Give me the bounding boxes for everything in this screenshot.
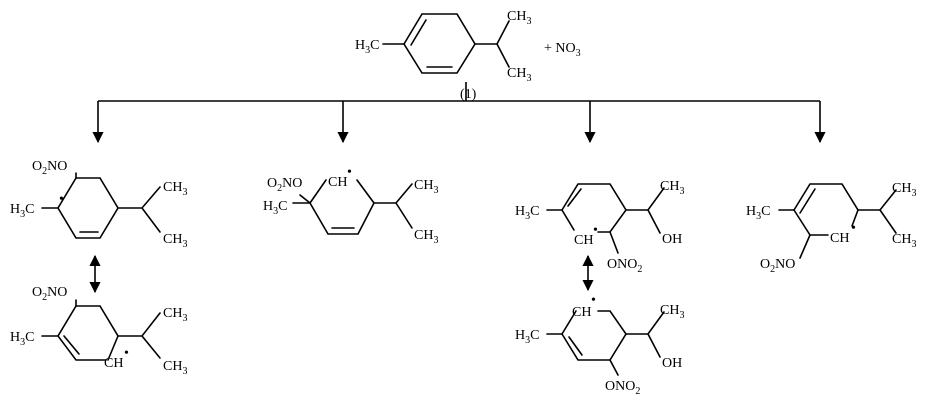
product-1-resonance-methyl: H3C xyxy=(10,330,34,348)
product-1-resonance-nitrate: O2NO xyxy=(32,285,67,303)
product-3-resonance: H3C CH • CH3 OH ONO2 xyxy=(515,293,684,397)
product-4-radical: CH xyxy=(830,231,849,246)
reagent-nitrate-radical: + NO3 xyxy=(544,41,581,59)
product-4-methyl-top: CH3 xyxy=(892,181,916,199)
reactant-methyl-bottom: CH3 xyxy=(507,66,531,84)
product-3-methyl-top: CH3 xyxy=(660,179,684,197)
product-2-methyl-top: CH3 xyxy=(414,178,438,196)
product-1-bonds xyxy=(41,172,161,239)
product-2-bonds xyxy=(292,179,413,235)
product-1-resonance-radical-dot: • xyxy=(124,346,129,361)
product-1-nitrate: O2NO xyxy=(32,159,67,177)
product-3-resonance-methyl-top: CH3 xyxy=(660,303,684,321)
product-1-resonance-radical: CH xyxy=(104,356,123,371)
reactant-methyl-top: CH3 xyxy=(507,9,531,27)
product-1-methyl-top: CH3 xyxy=(163,180,187,198)
reactant-molecule: H3C CH3 CH3 + NO3 xyxy=(355,9,581,84)
product-4-bonds xyxy=(778,183,897,259)
product-3-resonance-bonds xyxy=(546,310,665,376)
step-label: (1) xyxy=(460,87,477,102)
product-1-resonance-methyl-bottom: CH3 xyxy=(163,359,187,377)
product-4: H3C CH • CH3 CH3 O2NO xyxy=(746,181,916,275)
product-1-methyl: H3C xyxy=(10,202,34,220)
product-4-methyl-bottom: CH3 xyxy=(892,232,916,250)
product-3-hydroxyl: OH xyxy=(662,232,682,247)
product-1-methyl-bottom: CH3 xyxy=(163,232,187,250)
product-1-radical-dot: • xyxy=(59,192,64,207)
reactant-methyl-left: H3C xyxy=(355,38,379,56)
product-3-resonance-nitrate: ONO2 xyxy=(605,379,640,397)
product-2-radical-dot: • xyxy=(347,165,352,180)
product-1-resonance-bonds xyxy=(41,299,161,361)
product-2: O2NO H3C CH • CH3 CH3 xyxy=(263,165,438,246)
product-3-resonance-methyl: H3C xyxy=(515,328,539,346)
product-1-resonance-methyl-top: CH3 xyxy=(163,306,187,324)
branch-arrows: (1) xyxy=(92,82,826,144)
product-1: O2NO H3C • CH3 CH3 xyxy=(10,159,187,250)
product-4-methyl: H3C xyxy=(746,204,770,222)
reactant-bonds xyxy=(382,13,510,74)
product-3: H3C CH • CH3 OH ONO2 xyxy=(515,179,684,275)
product-2-radical: CH xyxy=(328,175,347,190)
product-3-methyl: H3C xyxy=(515,204,539,222)
product-3-resonance-hydroxyl: OH xyxy=(662,356,682,371)
product-3-radical-dot: • xyxy=(593,223,598,238)
product-4-nitrate: O2NO xyxy=(760,257,795,275)
product-2-nitrate: O2NO xyxy=(267,176,302,194)
product-4-radical-dot: • xyxy=(851,221,856,236)
product-3-nitrate: ONO2 xyxy=(607,257,642,275)
product-2-methyl-bottom: CH3 xyxy=(414,228,438,246)
product-2-methyl: H3C xyxy=(263,199,287,217)
product-3-radical: CH xyxy=(574,233,593,248)
product-1-resonance: O2NO H3C CH • CH3 CH3 xyxy=(10,285,187,377)
product-3-resonance-radical-dot: • xyxy=(591,293,596,308)
product-3-bonds xyxy=(546,183,665,254)
product-3-resonance-radical: CH xyxy=(572,305,591,320)
